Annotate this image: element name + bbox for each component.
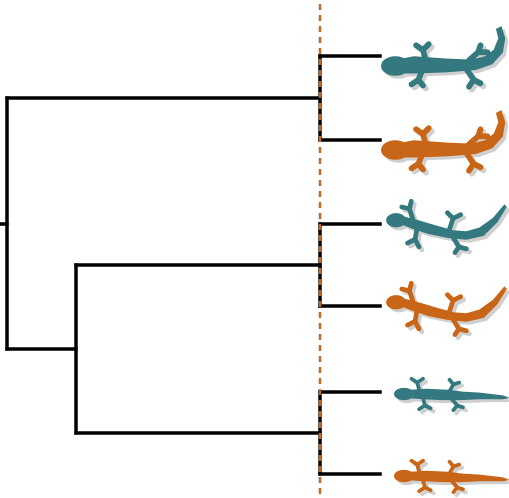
crested-gecko-icon	[382, 27, 508, 90]
tree-branches	[0, 54, 382, 476]
crested-gecko-icon	[382, 111, 508, 174]
slender-gecko-icon	[392, 376, 509, 416]
house-gecko-icon	[387, 283, 509, 337]
house-gecko-icon	[387, 201, 509, 255]
tip-silhouettes	[382, 27, 509, 498]
slender-gecko-icon	[392, 458, 509, 498]
